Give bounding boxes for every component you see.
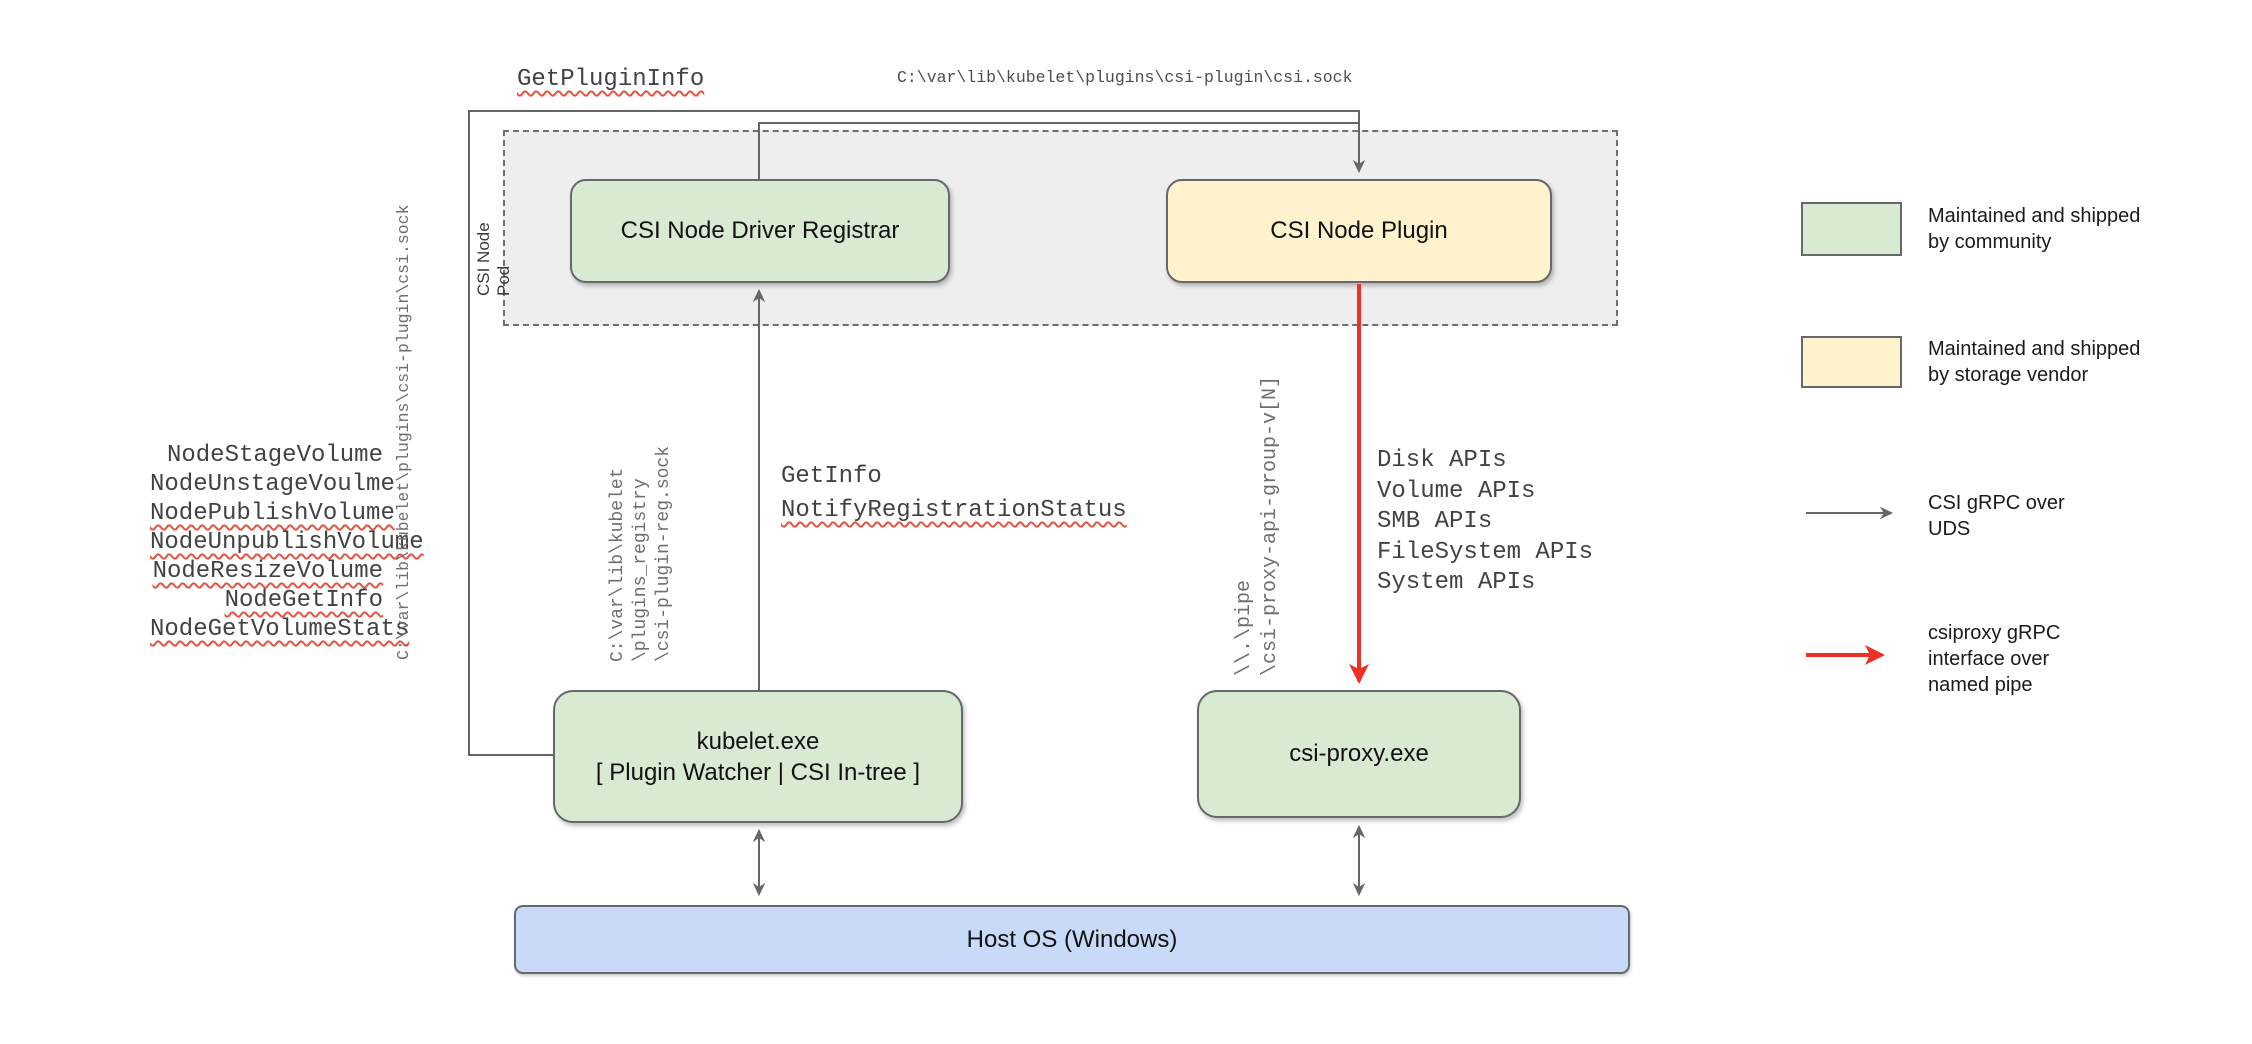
registry-sock-path-vertical-label: C:\var\lib\kubelet \plugins_registry \cs… [608,445,674,662]
api-group: System APIs [1377,569,1536,596]
registration-rpc-list: GetInfo NotifyRegistrationStatus [781,460,1127,528]
api-group: SMB APIs [1377,508,1493,535]
legend-community-label: Maintained and shipped by community [1928,205,2141,253]
node-method: NodeUnpublishVolume [150,529,424,556]
node-methods-list: NodeStageVolume NodeUnstageVoulme NodePu… [150,441,424,644]
node-method: NodeGetVolumeStats [150,616,410,643]
api-group: FileSystem APIs [1377,538,1594,566]
csi-node-pod-label: CSI Node Pod [474,222,513,296]
csi-node-driver-registrar-label: CSI Node Driver Registrar [620,217,900,244]
node-method: NodeStageVolume [166,442,383,469]
csi-proxy-label: csi-proxy.exe [1289,740,1429,767]
csi-node-plugin-label: CSI Node Plugin [1270,217,1448,244]
named-pipe-path-vertical-label: \\.\pipe \csi-proxy-api-group-v[N] [1233,375,1282,676]
kubelet-box: kubelet.exe [ Plugin Watcher | CSI In-tr… [553,690,963,823]
legend-vendor-label: Maintained and shipped by storage vendor [1928,338,2141,386]
kubelet-label-line2: [ Plugin Watcher | CSI In-tree ] [595,758,921,786]
legend-namedpipe-label: csiproxy gRPC interface over named pipe [1928,622,2061,696]
node-method: NodeResizeVolume [152,558,383,585]
csi-proxy-box: csi-proxy.exe [1197,690,1521,818]
left-csi-sock-path-vertical-label: C:\var\lib\kubelet\plugins\csi-plugin\cs… [394,204,413,660]
notify-registration-status-label: NotifyRegistrationStatus [781,497,1127,524]
node-method: NodeGetInfo [224,587,383,614]
get-plugin-info-label: GetPluginInfo [517,66,705,93]
csi-proxy-api-list: Disk APIs Volume APIs SMB APIs FileSyste… [1377,446,1593,599]
legend-community-swatch [1801,202,1902,256]
legend-uds-label: CSI gRPC over UDS [1928,492,2065,540]
api-group: Volume APIs [1377,477,1536,505]
top-csi-sock-path-label: C:\var\lib\kubelet\plugins\csi-plugin\cs… [897,68,1353,87]
csi-node-plugin-box: CSI Node Plugin [1166,179,1552,283]
kubelet-label-line1: kubelet.exe [696,727,820,755]
api-group: Disk APIs [1377,447,1507,474]
csi-node-driver-registrar-box: CSI Node Driver Registrar [570,179,950,283]
get-info-label: GetInfo [781,463,882,490]
node-method: NodePublishVolume [150,500,395,527]
host-os-label: Host OS (Windows) [966,925,1178,953]
host-os-box: Host OS (Windows) [514,905,1630,974]
legend-vendor-swatch [1801,336,1902,388]
node-method: NodeUnstageVoulme [150,471,395,498]
